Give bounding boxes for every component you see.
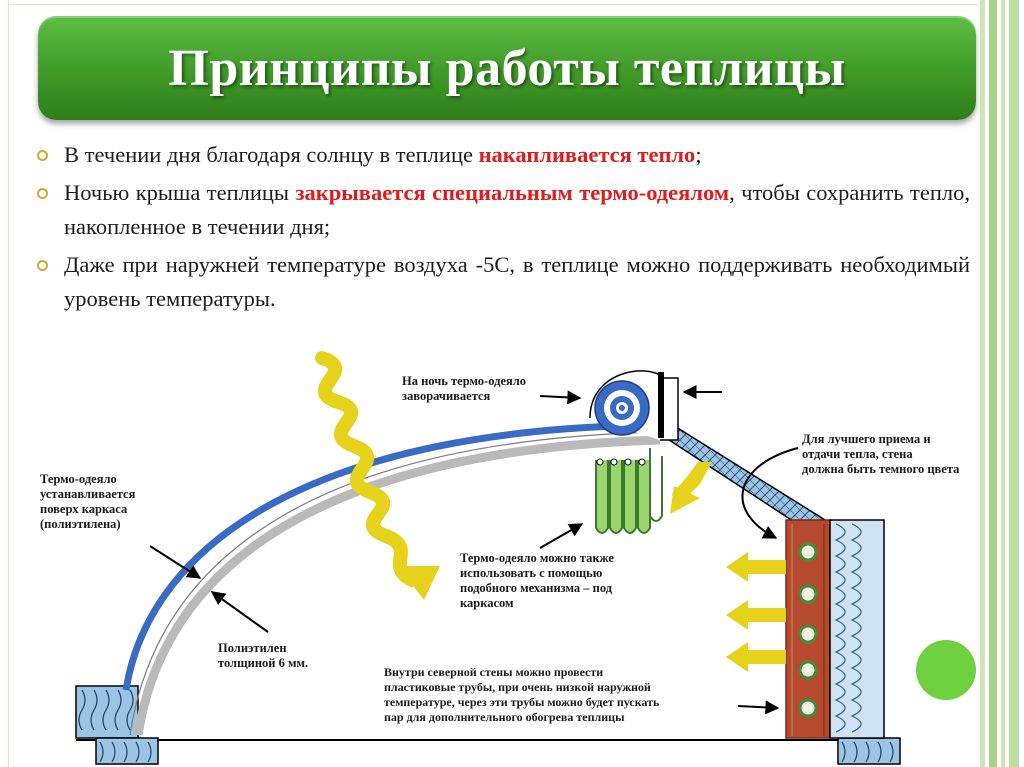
bullet-text: Даже при наружней температуре воздуха -5… (64, 252, 970, 311)
label-polyethylene: Полиэтилен толщиной 6 мм. (218, 641, 358, 671)
heat-arrow-icon (670, 462, 786, 672)
polyethylene-arc (133, 435, 661, 736)
label-north-wall-pipes: Внутри северной стены можно провести пла… (384, 665, 774, 725)
label-line: пар для дополнительного обогрева теплицы (384, 710, 625, 724)
blanket-roll-icon (589, 370, 679, 441)
bullet-ring-icon (37, 150, 48, 161)
label-line: отдачи тепла, стена (802, 447, 913, 461)
label-line: пластиковые трубы, при очень низкой нару… (384, 680, 651, 694)
polyethylene-arc-outline (129, 431, 661, 736)
bullet-text: Ночью крыша теплицы (64, 180, 296, 205)
label-line: (полиэтилена) (40, 517, 121, 531)
title-bar: Принципы работы теплицы (38, 16, 976, 120)
label-line: Внутри северной стены можно провести (384, 665, 604, 679)
label-line: заворачивается (402, 389, 491, 403)
bullet-list: В течении дня благодаря солнцу в теплице… (36, 138, 970, 316)
hanging-blanket (595, 448, 663, 534)
label-line: температуре, через эти трубы можно будет… (384, 695, 660, 709)
sun-ray-icon (315, 351, 419, 587)
label-line: устанавливается (40, 487, 136, 501)
decor-stripe (980, 0, 985, 767)
bullet-item: Даже при наружней температуре воздуха -5… (36, 248, 970, 316)
label-under-frame: Термо-одеяло можно также использовать с … (460, 551, 680, 611)
bullet-text: , чтобы сохранить тепло, накопленное в т… (64, 180, 970, 239)
label-blanket-over-frame: Термо-одеяло устанавливается поверх карк… (40, 472, 200, 532)
decor-stripe (1009, 0, 1019, 767)
label-night-roll: На ночь термо-одеяло заворачивается (402, 374, 582, 404)
label-line: Термо-одеяло можно также (460, 551, 614, 565)
decor-stripe (989, 0, 997, 767)
bullet-ring-icon (37, 188, 48, 199)
callout-arrow (210, 591, 269, 633)
bullet-highlight: закрывается специальным термо-одеялом (295, 180, 730, 205)
left-foundation (75, 685, 159, 765)
label-line: поверх каркаса (40, 502, 128, 516)
bullet-text: ; (695, 142, 702, 167)
thermo-blanket-arc (122, 421, 661, 691)
label-line: Термо-одеяло (40, 472, 117, 486)
accent-circle (916, 640, 976, 700)
label-dark-wall: Для лучшего приема и отдачи тепла, стена… (802, 432, 1002, 477)
label-line: На ночь термо-одеяло (402, 374, 527, 388)
callout-arrow (539, 390, 582, 405)
label-line: толщиной 6 мм. (218, 656, 309, 670)
right-foundation (837, 737, 901, 765)
decor-stripe (1001, 0, 1005, 767)
callout-arrow (741, 447, 799, 539)
label-line: Для лучшего приема и (802, 432, 931, 446)
sun-ray-arrowhead (398, 566, 440, 600)
frame-line (8, 4, 978, 5)
frame-line (8, 0, 9, 767)
bullet-item: Ночью крыша теплицы закрывается специаль… (36, 176, 970, 244)
label-line: Полиэтилен (218, 641, 287, 655)
label-line: каркасом (460, 596, 514, 610)
callout-arrow (149, 545, 202, 579)
label-line: должна быть темного цвета (802, 462, 960, 476)
bullet-item: В течении дня благодаря солнцу в теплице… (36, 138, 970, 172)
pipe-circle-icon (798, 542, 818, 718)
label-line: подобного механизма – под (460, 581, 613, 595)
bullet-highlight: накапливается тепло (478, 142, 696, 167)
label-line: использовать с помощью (460, 566, 603, 580)
slide-title: Принципы работы теплицы (168, 39, 846, 97)
bullet-text: В течении дня благодаря солнцу в теплице (64, 142, 479, 167)
bullet-ring-icon (37, 260, 48, 271)
callout-arrow (539, 523, 584, 549)
callout-arrow (737, 700, 780, 715)
